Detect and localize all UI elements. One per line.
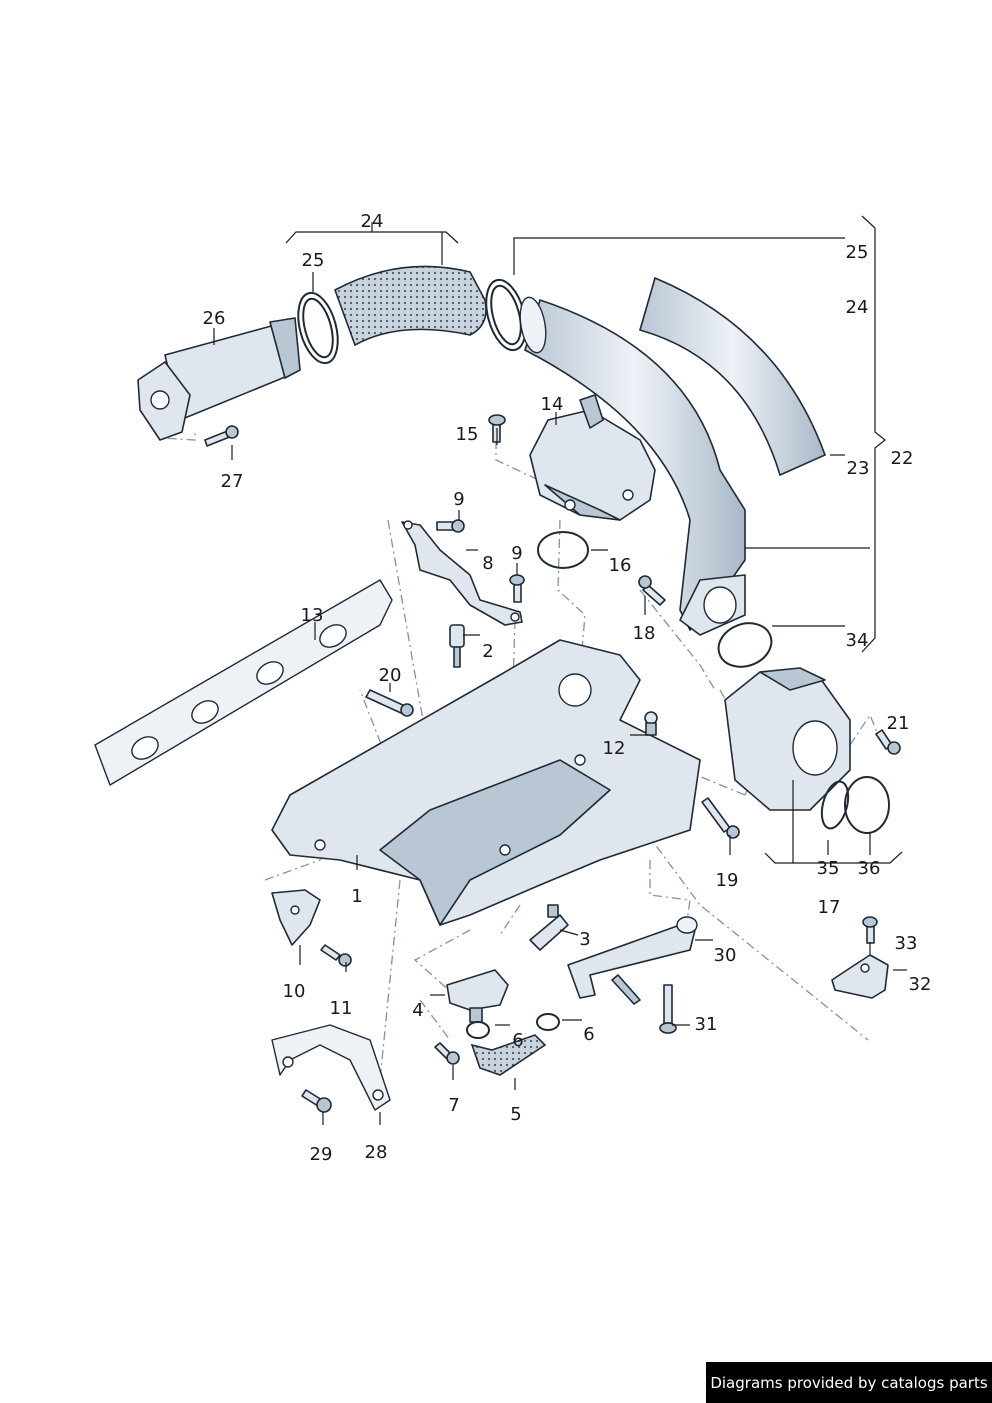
clamp-6-right-part bbox=[536, 1013, 560, 1031]
bolt-7-part bbox=[434, 1042, 460, 1065]
callout-7: 7 bbox=[448, 1095, 459, 1116]
callout-9-upper: 9 bbox=[453, 489, 464, 510]
callout-3: 3 bbox=[579, 929, 590, 950]
callout-33: 33 bbox=[895, 933, 918, 954]
callout-24-right: 24 bbox=[846, 297, 869, 318]
pipe-heat-shield-part bbox=[639, 276, 827, 477]
credit-text: Diagrams provided by catalogs parts bbox=[710, 1373, 988, 1392]
callout-25-right: 25 bbox=[846, 242, 869, 263]
callout-11: 11 bbox=[330, 998, 353, 1019]
callout-35: 35 bbox=[817, 858, 840, 879]
callout-1: 1 bbox=[351, 886, 362, 907]
callout-16: 16 bbox=[609, 555, 632, 576]
callout-8: 8 bbox=[482, 553, 493, 574]
valve-housing-part bbox=[529, 394, 656, 521]
callout-34: 34 bbox=[846, 630, 869, 651]
charge-air-pipe-part bbox=[519, 296, 746, 636]
leader-lines bbox=[213, 215, 907, 1125]
callout-26: 26 bbox=[203, 308, 226, 329]
callout-17: 17 bbox=[818, 897, 841, 918]
bleed-screw-12-part bbox=[644, 711, 658, 736]
manifold-gasket-part bbox=[94, 579, 393, 786]
callout-labels: 24 25 25 24 26 14 15 23 22 27 9 9 8 16 1… bbox=[203, 211, 932, 1165]
callout-6-right: 6 bbox=[583, 1024, 594, 1045]
callout-2: 2 bbox=[482, 641, 493, 662]
bracket-10-part bbox=[271, 889, 321, 946]
callout-30: 30 bbox=[714, 945, 737, 966]
coolant-pipe-30-part bbox=[567, 916, 698, 1005]
o-ring-34-part bbox=[717, 622, 773, 668]
callout-24-top: 24 bbox=[361, 211, 384, 232]
callout-28: 28 bbox=[365, 1142, 388, 1163]
callout-12: 12 bbox=[603, 738, 626, 759]
mesh-hose-part bbox=[334, 265, 487, 347]
callout-23: 23 bbox=[847, 458, 870, 479]
callout-13: 13 bbox=[301, 605, 324, 626]
callout-15: 15 bbox=[456, 424, 479, 445]
sensor-2-part bbox=[449, 624, 465, 668]
clamp-6-left-part bbox=[466, 1021, 490, 1039]
callout-27: 27 bbox=[221, 471, 244, 492]
callout-29: 29 bbox=[310, 1144, 333, 1165]
sensor-3-part bbox=[529, 904, 569, 951]
callout-20: 20 bbox=[379, 665, 402, 686]
callout-19: 19 bbox=[716, 870, 739, 891]
gasket-35-part bbox=[820, 780, 850, 830]
bolt-9-lower-part bbox=[509, 574, 525, 603]
bolt-18-part bbox=[638, 575, 666, 606]
callout-36: 36 bbox=[858, 858, 881, 879]
callout-4: 4 bbox=[412, 1000, 423, 1021]
o-ring-16-part bbox=[537, 531, 589, 569]
callout-25-left: 25 bbox=[302, 250, 325, 271]
bolt-21-part bbox=[875, 729, 901, 755]
callout-21: 21 bbox=[887, 713, 910, 734]
credit-badge: Diagrams provided by catalogs parts bbox=[706, 1362, 992, 1403]
callout-10: 10 bbox=[283, 981, 306, 1002]
callout-9-lower: 9 bbox=[511, 543, 522, 564]
callout-31: 31 bbox=[695, 1014, 718, 1035]
callout-6-left: 6 bbox=[512, 1030, 523, 1051]
bracket-8-part bbox=[401, 520, 523, 626]
intake-manifold-part bbox=[271, 639, 701, 926]
callout-18: 18 bbox=[633, 623, 656, 644]
bolt-33-part bbox=[862, 916, 878, 944]
bolt-29-part bbox=[301, 1089, 332, 1113]
bolt-31-part bbox=[659, 984, 677, 1034]
bolt-11-part bbox=[320, 944, 352, 967]
bolt-27-part bbox=[204, 425, 239, 447]
bracket-28-part bbox=[271, 1024, 391, 1111]
bolt-9-upper-part bbox=[436, 519, 465, 533]
gasket-36-part bbox=[844, 776, 890, 834]
bolt-19-part bbox=[701, 797, 740, 839]
hose-5-part bbox=[470, 1034, 547, 1076]
callout-32: 32 bbox=[909, 974, 932, 995]
throttle-body-part bbox=[724, 667, 851, 811]
turbo-outlet-pipe-part bbox=[137, 317, 301, 441]
callout-5: 5 bbox=[510, 1104, 521, 1125]
hose-clamp-left-part bbox=[297, 291, 339, 365]
bolt-20-part bbox=[365, 689, 414, 717]
sensor-4-part bbox=[446, 969, 509, 1023]
callout-14: 14 bbox=[541, 394, 564, 415]
sensor-32-part bbox=[831, 954, 889, 999]
callout-22: 22 bbox=[891, 448, 914, 469]
